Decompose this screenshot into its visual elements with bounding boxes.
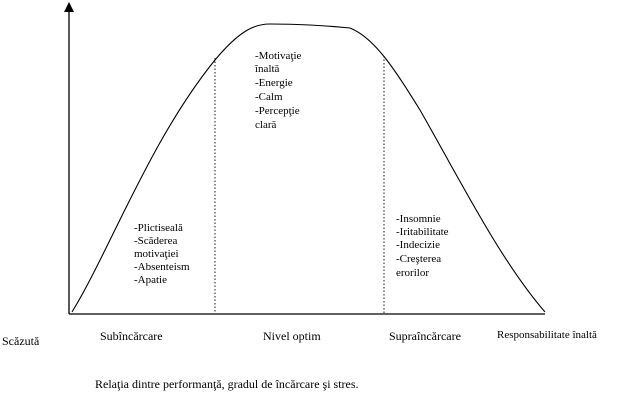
- middle-note-line: înaltă: [254, 63, 280, 75]
- diagram-caption: Relaţia dintre performanţă, gradul de în…: [95, 377, 359, 391]
- left-note-line: motivaţiei: [134, 248, 179, 260]
- middle-note-line: clară: [255, 119, 276, 131]
- right-zone-notes: -Insomnie -Iritabilitate -Indecizie -Cre…: [396, 213, 451, 279]
- right-note-line: -Insomnie: [396, 213, 441, 225]
- axis-low-label: Scăzută: [2, 334, 40, 348]
- middle-zone-notes: -Motivaţie înaltă -Energie -Calm -Percep…: [254, 50, 304, 131]
- vertical-axis-arrowhead: [64, 2, 74, 12]
- left-zone-notes: -Plictiseală -Scăderea motivaţiei -Absen…: [134, 222, 192, 286]
- left-note-line: -Scăderea: [134, 235, 177, 247]
- axis-high-label: Responsabilitate înaltă: [497, 329, 597, 341]
- middle-note-line: -Motivaţie: [255, 50, 302, 62]
- zone-label-overload: Supraîncărcare: [389, 329, 461, 343]
- middle-note-line: -Calm: [255, 91, 283, 103]
- middle-note-line: -Percepţie: [255, 105, 300, 117]
- right-note-line: erorilor: [396, 267, 429, 279]
- middle-note-line: -Energie: [255, 77, 293, 89]
- left-note-line: -Plictiseală: [134, 222, 183, 234]
- right-note-line: -Iritabilitate: [396, 226, 449, 238]
- right-note-line: -Indecizie: [396, 239, 440, 251]
- zone-label-underload: Subîncărcare: [100, 329, 163, 343]
- right-note-line: -Creşterea: [396, 253, 441, 265]
- left-note-line: -Apatie: [134, 274, 167, 286]
- performance-curve: [71, 23, 546, 313]
- zone-label-optimal: Nivel optim: [263, 329, 321, 343]
- left-note-line: -Absenteism: [134, 261, 190, 273]
